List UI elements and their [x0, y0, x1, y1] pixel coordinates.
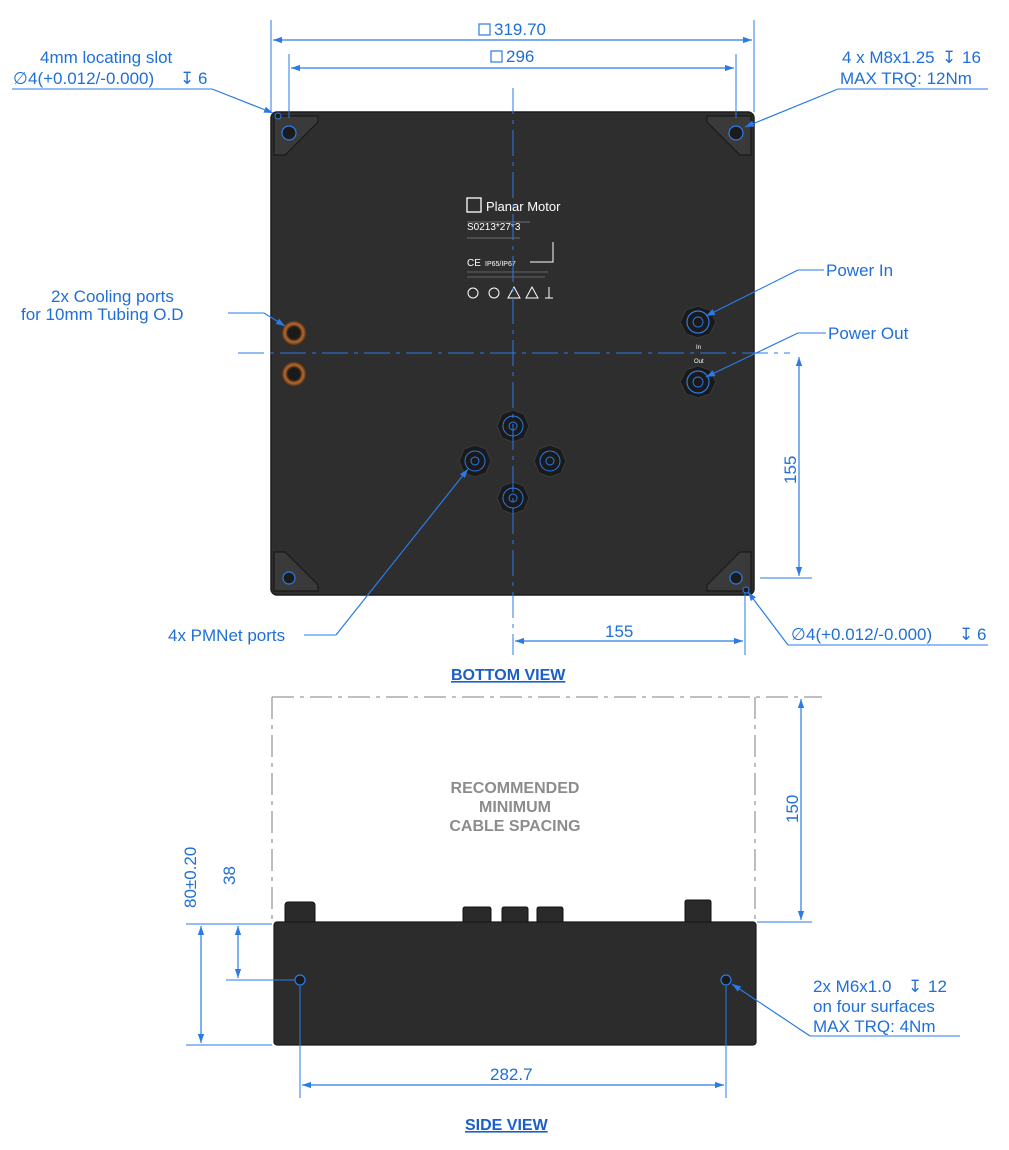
depth-icon: ↧ — [180, 69, 194, 88]
pmnet-text: 4x PMNet ports — [168, 626, 285, 645]
power-in-text: Power In — [826, 261, 893, 280]
out-marking: Out — [694, 359, 704, 365]
vertical-dim-text: 155 — [781, 456, 800, 484]
ce-mark: CE — [467, 258, 481, 269]
dimension-horizontal-155: 155 — [515, 592, 746, 655]
horizontal-dim-text: 155 — [605, 622, 633, 641]
m6-thread-depth: 12 — [928, 977, 947, 996]
label-plate: Planar Motor S0213*27*3 CE IP65/IP67 — [466, 197, 561, 299]
power-out-text: Power Out — [828, 324, 909, 343]
axis-icon — [530, 242, 554, 263]
certification-icons — [467, 285, 553, 299]
callout-power-in: Power In — [705, 261, 893, 317]
spacing-note-3: CABLE SPACING — [449, 818, 580, 835]
planar-logo-icon — [466, 197, 482, 213]
callout-cooling-ports: 2x Cooling ports for 10mm Tubing O.D — [21, 287, 286, 327]
side-connectors — [284, 899, 712, 925]
diameter-icon: ∅ — [791, 625, 806, 644]
depth-icon: ↧ — [908, 977, 922, 996]
m8-thread-text: 4 x M8x1.25 — [842, 48, 935, 67]
bottom-view: Planar Motor S0213*27*3 CE IP65/IP67 In … — [12, 20, 988, 684]
dimension-overall-width: 319.70 — [270, 20, 755, 112]
m8-thread-depth: 16 — [962, 48, 981, 67]
m6-surfaces-text: on four surfaces — [813, 997, 935, 1016]
dimension-150: 150 — [757, 699, 812, 923]
callout-power-out: Power Out — [705, 324, 909, 378]
callout-locating-slot: 4mm locating slot ∅ 4(+0.012/-0.000) ↧ 6 — [12, 48, 274, 114]
hole-pitch-dim-text: 282.7 — [490, 1065, 533, 1084]
depth-icon: ↧ — [959, 625, 973, 644]
locating-slot-text: 4mm locating slot — [40, 48, 173, 67]
side-view: RECOMMENDED MINIMUM CABLE SPACING 150 80… — [181, 696, 960, 1134]
in-marking: In — [696, 345, 701, 351]
dimension-38: 38 — [220, 866, 295, 981]
dimension-hole-pitch: 296 — [288, 47, 737, 118]
m6-thread-text: 2x M6x1.0 — [813, 977, 891, 996]
dimension-vertical-155: 155 — [760, 357, 812, 579]
spacing-note-1: RECOMMENDED — [451, 780, 580, 797]
height-dim-text: 80±0.20 — [181, 847, 200, 908]
locating-slot-depth: 6 — [198, 69, 207, 88]
spacing-note-2: MINIMUM — [479, 799, 551, 816]
cooling-text-2: for 10mm Tubing O.D — [21, 305, 184, 324]
cooling-text-1: 2x Cooling ports — [51, 287, 174, 306]
spacing-dim-text: 150 — [783, 795, 802, 823]
hole-height-dim-text: 38 — [220, 866, 239, 885]
side-hole-right — [720, 974, 732, 986]
motor-body-side — [273, 921, 757, 1046]
dimension-282-7: 282.7 — [299, 986, 727, 1098]
pin-hole-depth: 6 — [977, 625, 986, 644]
callout-m8-thread: 4 x M8x1.25 ↧ 16 MAX TRQ: 12Nm — [744, 48, 988, 128]
diameter-icon: ∅ — [13, 69, 28, 88]
inner-dim-text: 296 — [506, 47, 534, 66]
locating-slot-tol: 4(+0.012/-0.000) — [28, 69, 154, 88]
mounting-holes — [274, 112, 750, 594]
pin-hole-text: 4(+0.012/-0.000) — [806, 625, 932, 644]
brand-text: Planar Motor — [486, 199, 561, 214]
bottom-view-title: BOTTOM VIEW — [451, 667, 566, 684]
m8-torque-text: MAX TRQ: 12Nm — [840, 69, 972, 88]
serial-text: S0213*27*3 — [467, 222, 521, 233]
callout-pmnet: 4x PMNet ports — [168, 468, 469, 645]
side-hole-left — [294, 974, 306, 986]
ip-rating: IP65/IP67 — [485, 261, 516, 268]
dimension-80: 80±0.20 — [181, 847, 272, 1046]
cooling-ports — [282, 321, 306, 386]
side-view-title: SIDE VIEW — [465, 1117, 549, 1134]
callout-m6-thread: 2x M6x1.0 ↧ 12 on four surfaces MAX TRQ:… — [731, 977, 960, 1037]
callout-pin-hole: ∅ 4(+0.012/-0.000) ↧ 6 — [747, 591, 988, 646]
depth-icon: ↧ — [942, 48, 956, 67]
m6-torque-text: MAX TRQ: 4Nm — [813, 1017, 935, 1036]
overall-dim-text: 319.70 — [494, 20, 546, 39]
